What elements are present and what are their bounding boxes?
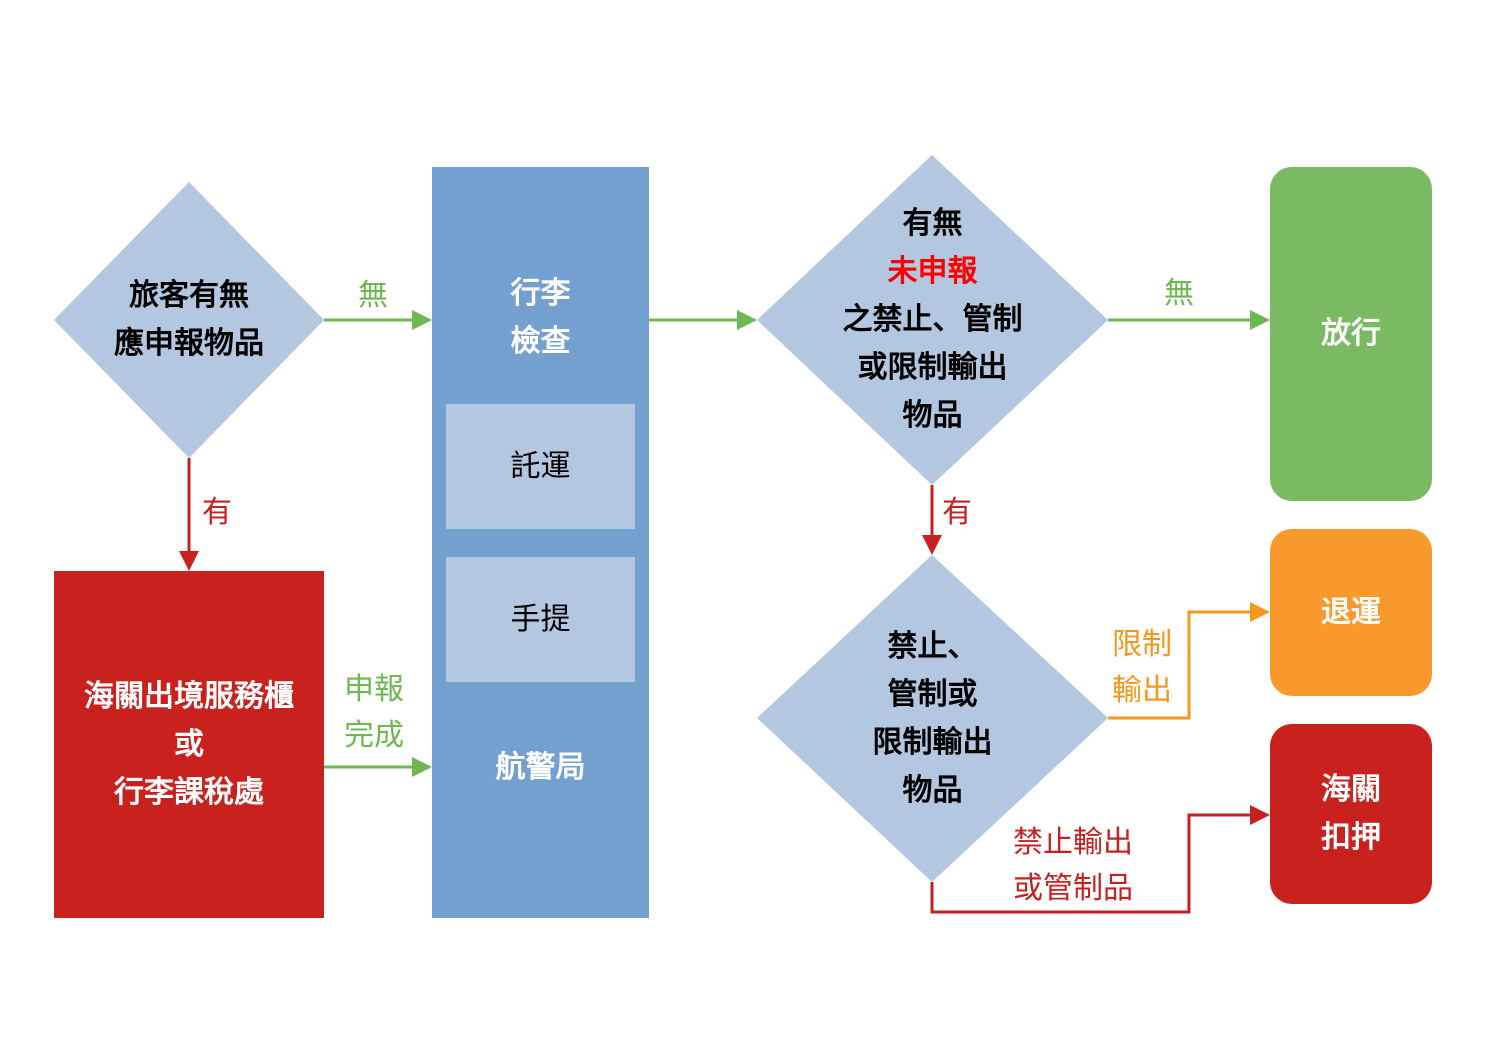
edge-label-no-1-text: 無 [358,278,388,313]
release-box-shape [1270,167,1432,501]
return-box-shape [1270,529,1432,696]
edge-label-declared-line1: 申報 [344,672,404,707]
arrow-baggage-to-decision [649,310,757,330]
checked-baggage-box [446,404,635,529]
arrow-declared [324,757,432,777]
return-label: 退運 [1321,594,1381,630]
edge-label-yes-1: 有 [202,490,232,536]
decision-declare-line2: 應申報物品 [114,326,264,361]
counter-line2: 或 [174,726,204,762]
decision-declare: 旅客有無 應申報物品 [54,182,324,458]
edge-label-no-1: 無 [358,273,388,319]
counter-box: 海關出境服務櫃 或 行李課稅處 [54,571,324,918]
return-box: 退運 [1270,529,1432,696]
counter-box-shape [54,571,324,918]
decision-declare-shape [54,182,324,458]
checked-baggage-label: 託運 [510,448,571,484]
seize-line1: 海關 [1321,772,1381,807]
edge-label-yes-2: 有 [942,490,972,536]
decision-declare-line1: 旅客有無 [129,278,249,313]
edge-label-no-2-text: 無 [1164,276,1194,311]
decision-restricted-line5: 物品 [902,398,963,433]
arrow-restricted [1108,602,1270,720]
arrow-prohibited [930,805,1270,914]
arrow-no-1 [324,310,432,330]
decision-type-line4: 物品 [902,772,963,808]
edge-label-restricted: 限制 輸出 [1112,622,1172,714]
edge-label-yes-2-text: 有 [942,495,972,530]
arrow-yes-1 [179,458,199,571]
decision-restricted-shape [757,155,1108,485]
counter-line3: 行李課稅處 [114,774,264,810]
edge-label-declared: 申報 完成 [344,667,404,759]
arrow-no-2 [1108,310,1270,330]
decision-restricted-line4: 或限制輸出 [857,350,1008,385]
aviation-police-label: 航警局 [495,750,586,785]
decision-type-line2: 管制或 [887,676,978,712]
decision-type-shape [757,555,1108,882]
release-box: 放行 [1270,167,1432,501]
counter-line1: 海關出境服務櫃 [84,678,294,714]
carry-on-baggage: 手提 [446,557,635,682]
aviation-police: 航警局 [432,743,649,793]
edge-label-yes-1-text: 有 [202,495,232,530]
seize-line2: 扣押 [1321,820,1381,855]
decision-type-line3: 限制輸出 [872,724,993,760]
baggage-check-title: 行李 檢查 [432,268,649,368]
decision-restricted-line1: 有無 [902,206,963,241]
checked-baggage: 託運 [446,404,635,529]
decision-restricted: 有無 未申報 之禁止、管制 或限制輸出 物品 [757,155,1108,485]
decision-restricted-line3: 之禁止、管制 [842,302,1023,337]
edge-label-restricted-line1: 限制 [1112,627,1172,662]
baggage-check-title-line1: 行李 [510,276,571,311]
baggage-check-title-line2: 檢查 [510,324,571,359]
edge-label-prohibited-line1: 禁止輸出 [1013,825,1133,860]
seize-box: 海關 扣押 [1270,724,1432,904]
edge-label-no-2: 無 [1164,271,1194,317]
decision-restricted-highlight: 未申報 [887,254,978,289]
decision-type: 禁止、 管制或 限制輸出 物品 [757,555,1108,882]
edge-label-declared-line2: 完成 [344,718,404,753]
seize-box-shape [1270,724,1432,904]
edge-label-prohibited: 禁止輸出 或管制品 [1013,820,1133,912]
decision-type-line1: 禁止、 [887,628,978,664]
carry-on-box [446,557,635,682]
release-label: 放行 [1321,316,1381,351]
edge-label-restricted-line2: 輸出 [1112,673,1172,708]
baggage-check-column [432,167,649,918]
arrow-yes-2 [922,485,942,555]
edge-label-prohibited-line2: 或管制品 [1013,871,1133,906]
carry-on-label: 手提 [510,601,571,637]
